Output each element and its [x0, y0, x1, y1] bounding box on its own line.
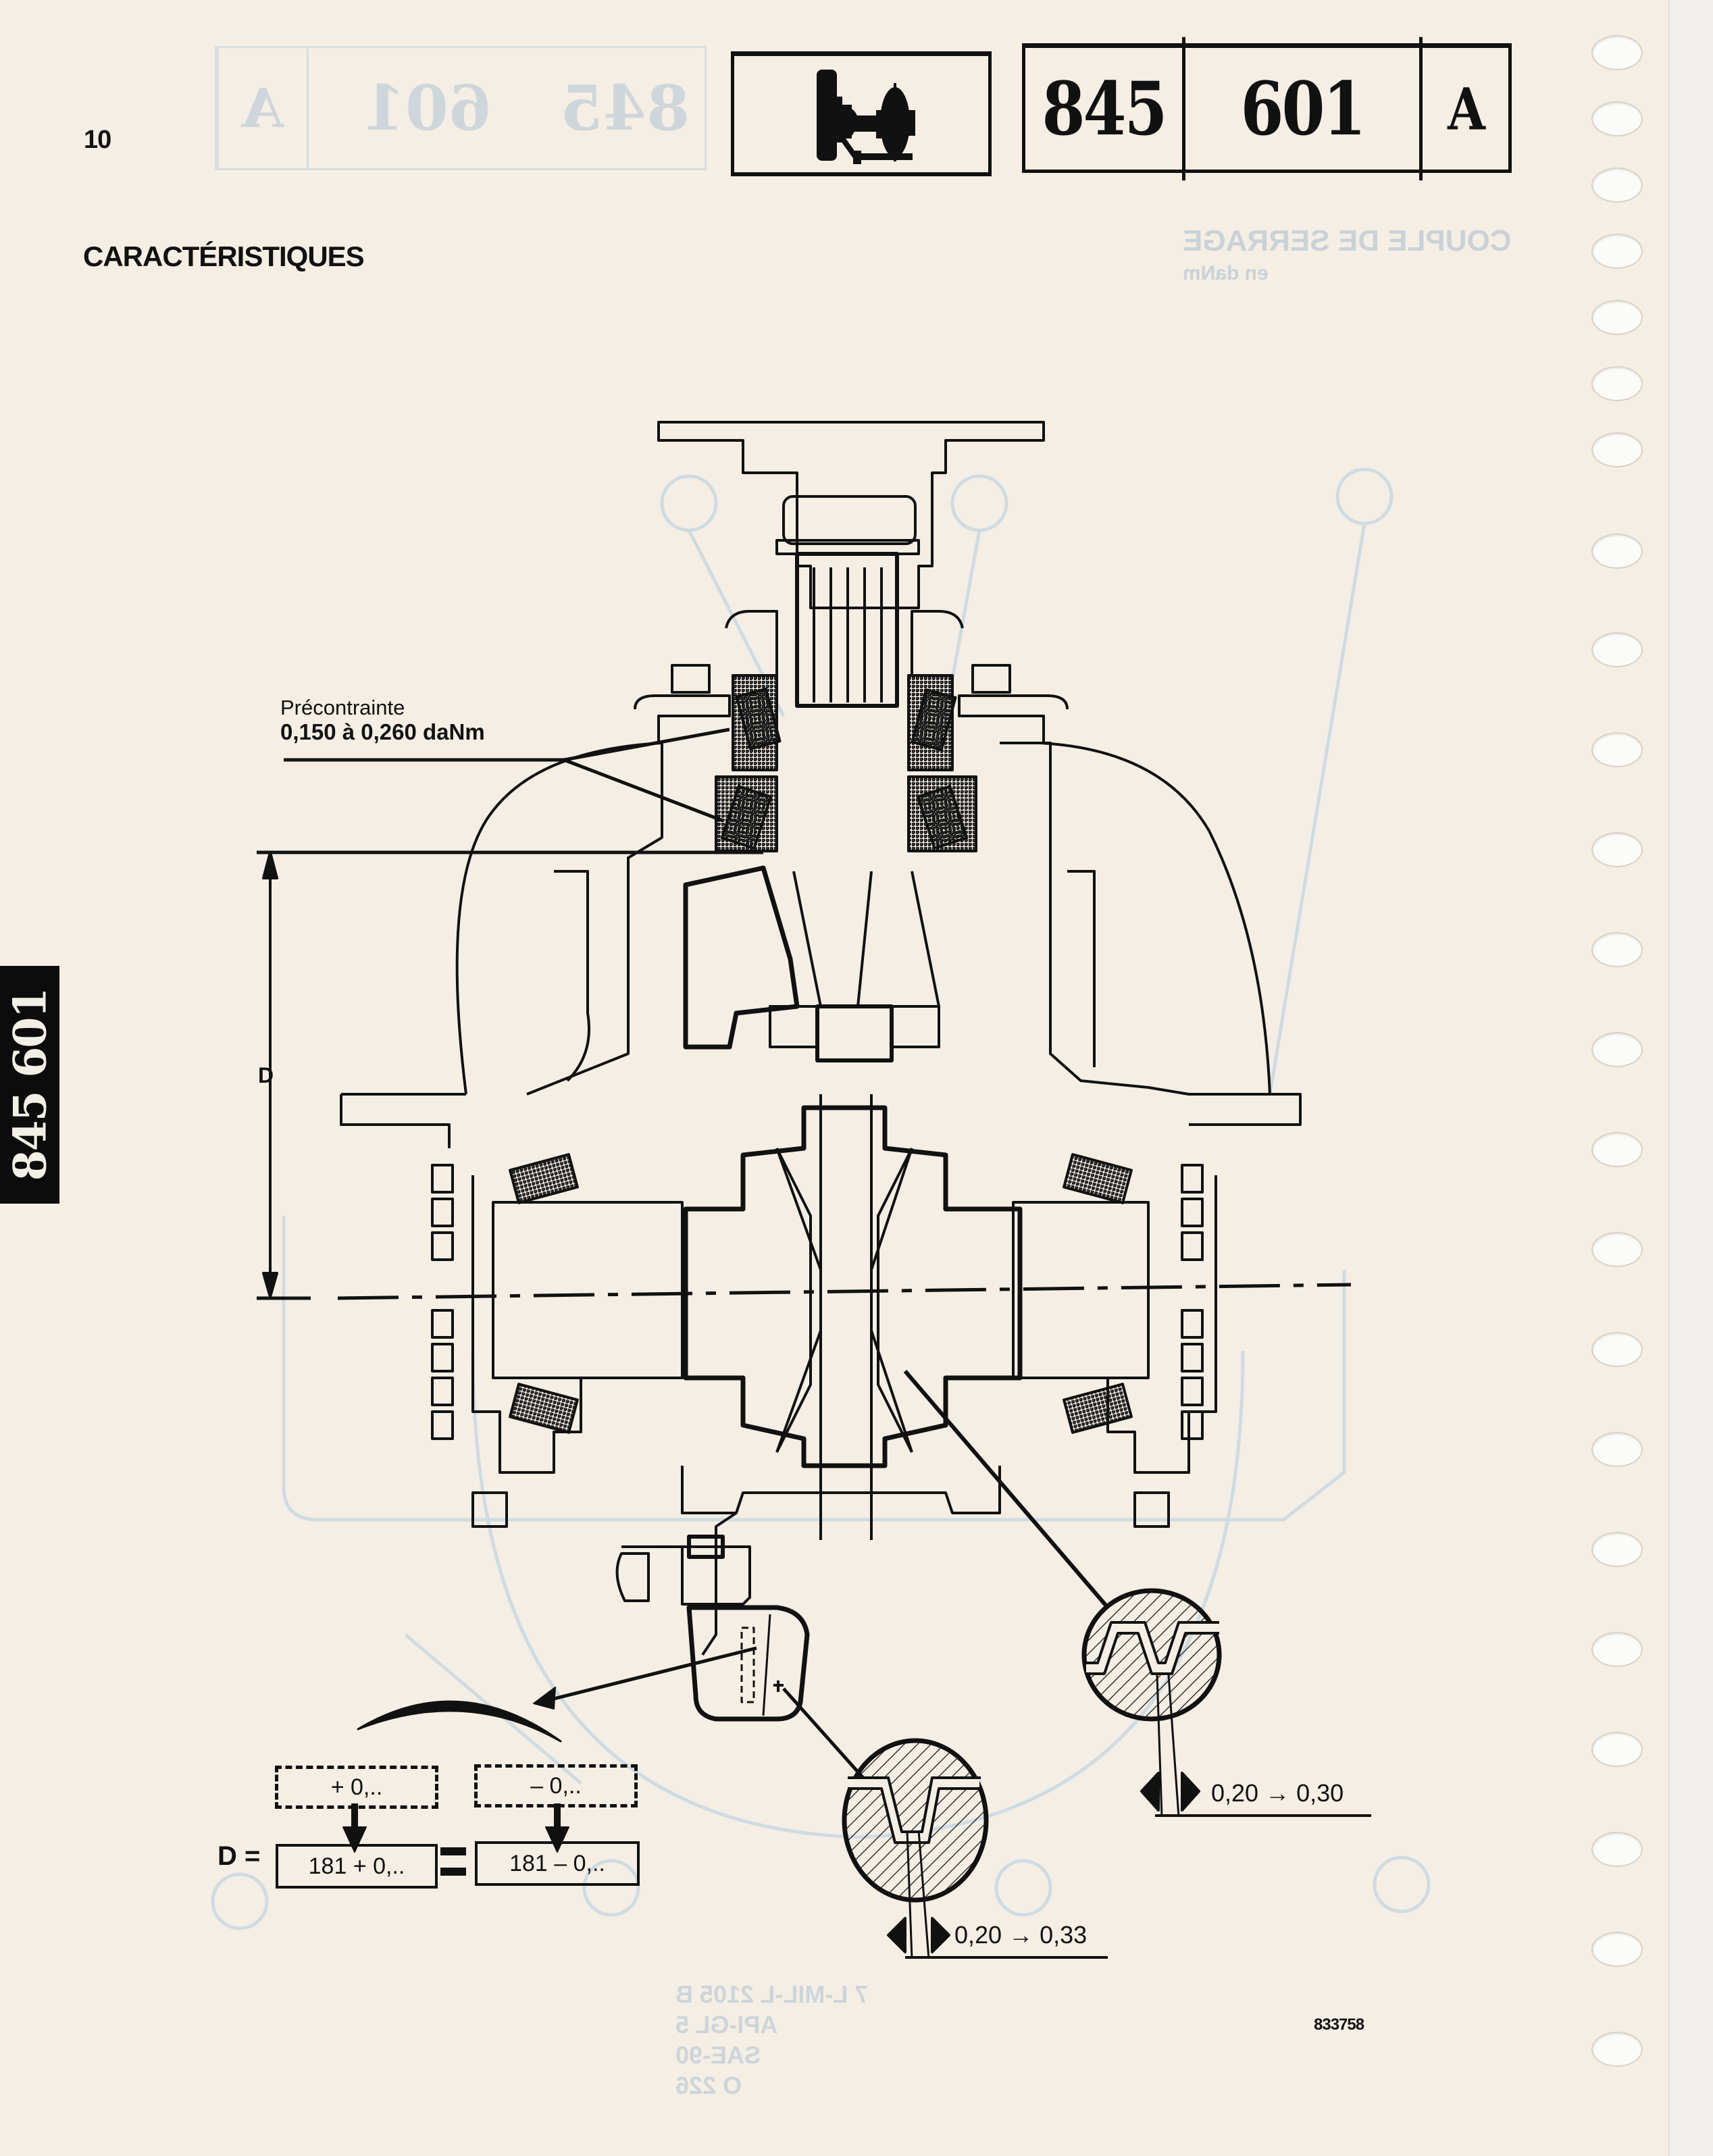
code-variant: A	[1448, 74, 1485, 143]
binder-hole	[1591, 101, 1643, 136]
side-index-tab[interactable]: 845 601	[0, 966, 59, 1204]
carrier-bolts-left	[431, 1164, 454, 1440]
page-edge	[1668, 0, 1713, 2156]
preload-annotation: Précontrainte 0,150 à 0,260 daNm	[280, 696, 485, 744]
code-group: 845	[1025, 36, 1185, 181]
formula-plus-box: 181 + 0,..	[276, 1844, 438, 1889]
binder-hole	[1591, 534, 1643, 569]
pinion-splines	[795, 552, 899, 708]
figure-reference-number: 833758	[1314, 2016, 1364, 2034]
adjusting-nut-left	[471, 1491, 508, 1528]
binder-hole	[1591, 632, 1643, 667]
axle-housing-left	[492, 1201, 684, 1379]
side-bearing-left-bottom	[509, 1383, 579, 1434]
crown-backlash-value: 0,20 → 0,30	[1211, 1779, 1344, 1807]
pinion-nut	[782, 495, 917, 545]
seal-housing-left	[725, 610, 778, 675]
carrier-left	[471, 1175, 582, 1474]
page-number: 10	[84, 126, 111, 154]
side-bearing-right-bottom	[1063, 1383, 1133, 1434]
binder-hole	[1591, 1532, 1643, 1567]
preload-label: Précontrainte	[280, 696, 405, 719]
shim-plus-box: + 0,..	[275, 1766, 438, 1809]
binder-hole	[1591, 1432, 1643, 1467]
binder-hole	[1591, 1632, 1643, 1667]
side-bearing-left-top	[509, 1153, 579, 1204]
reference-code-box: 845 601 A	[1022, 36, 1512, 181]
pinion-bearings	[715, 674, 977, 852]
binder-hole	[1591, 35, 1643, 70]
category-icon-box	[731, 51, 992, 176]
dimension-d-label: D	[258, 1063, 274, 1087]
carrier-right	[1106, 1175, 1217, 1474]
axle-centerline	[337, 1283, 1352, 1300]
housing-right	[1040, 742, 1271, 1095]
formula-minus-box: 181 – 0,..	[475, 1841, 640, 1886]
pilot-bearing-right	[890, 1005, 940, 1048]
binder-hole	[1591, 168, 1643, 203]
bleed-through-code-box: A 601 845	[215, 46, 707, 170]
pinion-gear	[683, 865, 800, 1050]
binder-hole	[1591, 1732, 1643, 1767]
crown-wheel-tooth-detail	[1081, 1588, 1222, 1722]
pinion-tooth-detail	[842, 1738, 989, 1903]
code-item: 601	[1185, 36, 1423, 181]
seal-housing-right	[911, 610, 964, 675]
pinion-backlash-value: 0,20 → 0,33	[954, 1921, 1088, 1949]
binder-hole	[1591, 932, 1643, 967]
binder-hole	[1591, 2032, 1643, 2067]
axle-housing-right	[1012, 1201, 1150, 1379]
housing-bolt-left	[671, 664, 711, 694]
differential-case	[683, 1105, 1023, 1468]
binder-hole	[1591, 432, 1643, 467]
pilot-bearing-left	[769, 1005, 819, 1048]
binder-hole	[1591, 832, 1643, 867]
binder-hole	[1591, 1232, 1643, 1267]
d-equals-label: D =	[218, 1841, 261, 1871]
binder-hole	[1591, 1832, 1643, 1867]
adjusting-lock-plate	[686, 1605, 810, 1722]
arc-indicator	[357, 1700, 562, 1743]
shim-minus-box: – 0,..	[474, 1764, 638, 1807]
adjusting-nut-right	[1133, 1491, 1170, 1528]
binder-hole	[1591, 1332, 1643, 1367]
housing-bolt-right	[971, 664, 1011, 694]
housing-left	[455, 742, 663, 1096]
section-title: CARACTÉRISTIQUES	[83, 240, 365, 272]
binder-hole	[1591, 732, 1643, 767]
preload-value: 0,150 à 0,260 daNm	[280, 719, 485, 744]
binder-hole	[1591, 234, 1643, 269]
binder-hole	[1591, 1132, 1643, 1167]
binder-hole	[1591, 1932, 1643, 1967]
carrier-bolts-right	[1181, 1164, 1204, 1440]
side-bearing-right-top	[1063, 1153, 1133, 1204]
input-flange	[657, 421, 1045, 609]
lower-housing	[681, 1466, 1001, 1514]
binder-hole	[1591, 300, 1643, 335]
pinion-shaft	[792, 871, 873, 1008]
binder-hole	[1591, 1032, 1643, 1067]
axle-differential-icon	[817, 70, 915, 164]
binder-hole	[1591, 366, 1643, 401]
